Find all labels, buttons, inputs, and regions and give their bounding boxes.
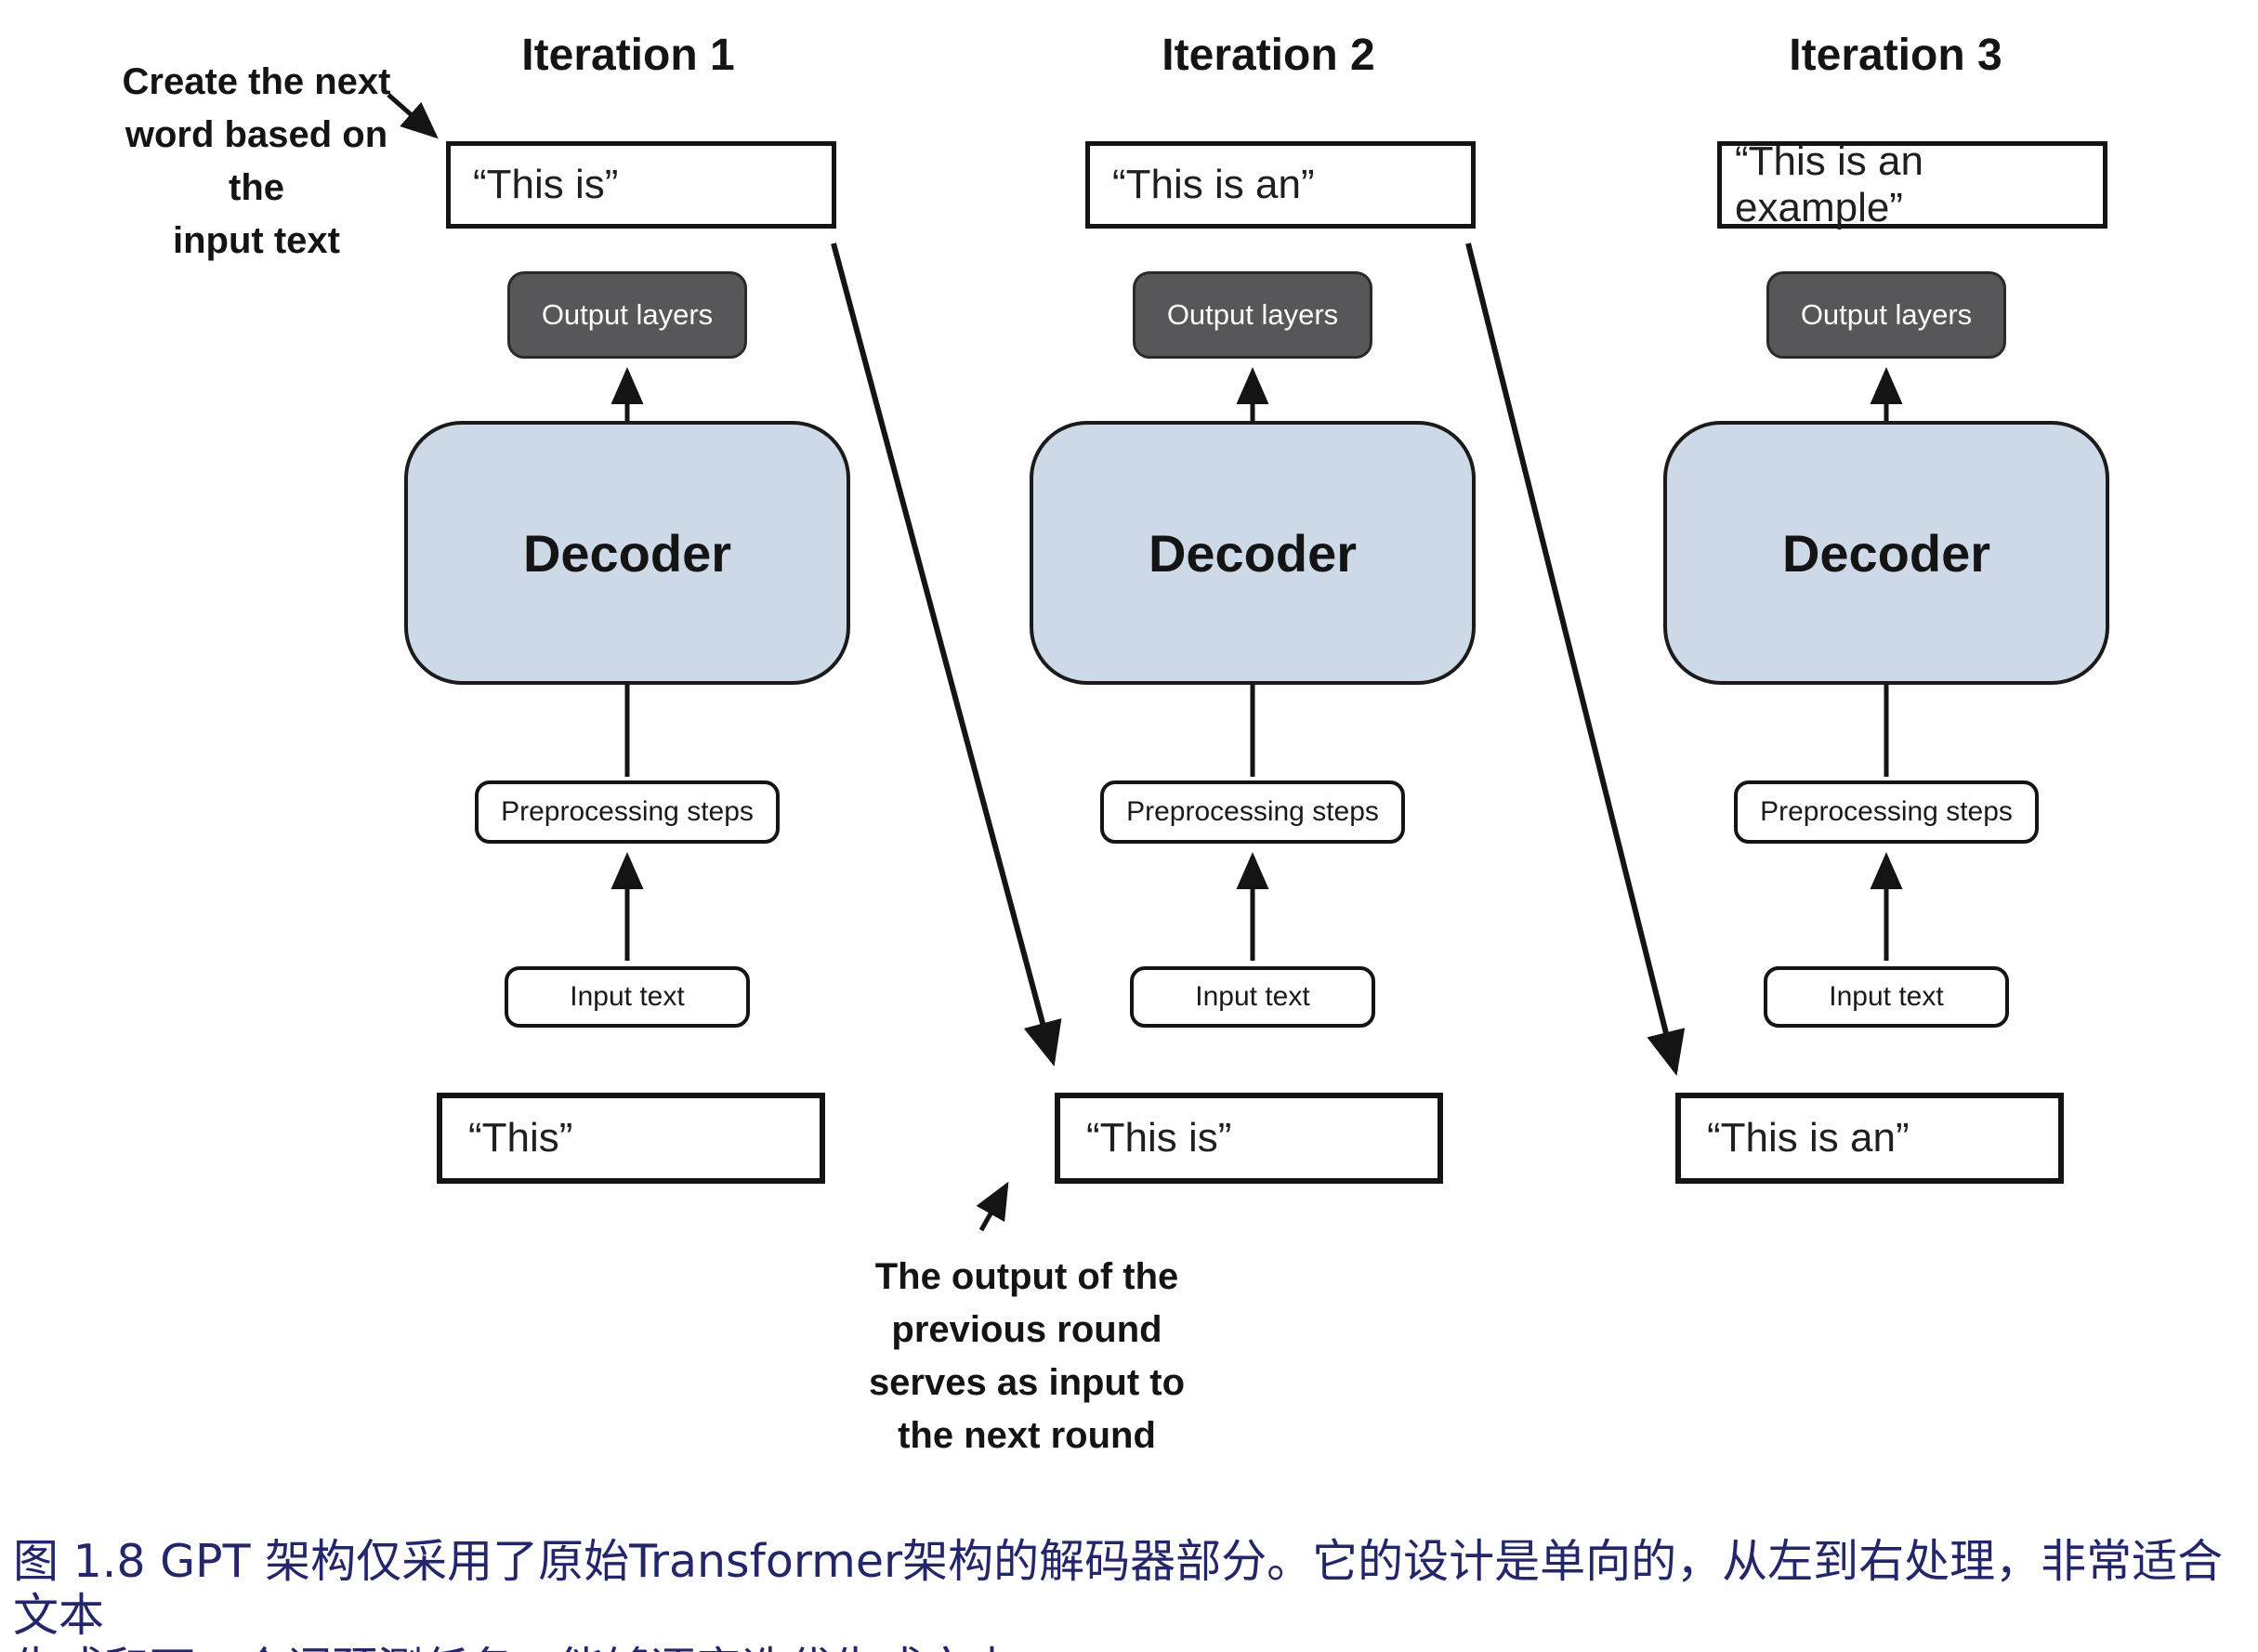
preprocessing-box-2: Preprocessing steps xyxy=(1100,780,1405,844)
arrow-note-bottom xyxy=(976,1181,1009,1232)
arrow-output1-to-input2 xyxy=(831,243,1062,1067)
iteration-title-2: Iteration 2 xyxy=(1162,31,1375,80)
annotation-bottom-line3: serves as input to xyxy=(868,1362,1186,1403)
annotation-bottom-line4: the next round xyxy=(898,1415,1156,1456)
annotation-bottom-line1: The output of the xyxy=(874,1256,1179,1297)
decoder-box-3: Decoder xyxy=(1663,421,2109,685)
input-text-box-3: Input text xyxy=(1764,966,2009,1028)
annotation-top-left: Create the next word based on the input … xyxy=(98,56,414,268)
annotation-bottom: The output of the previous round serves … xyxy=(850,1251,1203,1462)
decoder-box-2: Decoder xyxy=(1030,421,1476,685)
output-layers-box-2: Output layers xyxy=(1133,271,1372,359)
output-layers-box-1: Output layers xyxy=(507,271,747,359)
caption-line1: 图 1.8 GPT 架构仅采用了原始Transformer架构的解码器部分。它的… xyxy=(13,1535,2224,1642)
iteration-title-1: Iteration 1 xyxy=(521,31,735,80)
output-text-box-3: “This is an example” xyxy=(1717,138,2107,230)
preprocessing-box-3: Preprocessing steps xyxy=(1734,780,2039,844)
preprocessing-box-1: Preprocessing steps xyxy=(475,780,780,844)
bottom-text-box-3: “This is an” xyxy=(1675,1093,2064,1184)
decoder-box-1: Decoder xyxy=(404,421,850,685)
annotation-bottom-line2: previous round xyxy=(891,1309,1162,1350)
bottom-text-box-2: “This is” xyxy=(1055,1093,1443,1184)
annotation-top-line2: word based on the xyxy=(125,114,388,208)
caption-line2: 生成和下一个词预测任务，能够逐字迭代生成文本。 xyxy=(13,1643,2252,1652)
output-text-box-1: “This is” xyxy=(446,141,836,229)
figure-caption: 图 1.8 GPT 架构仅采用了原始Transformer架构的解码器部分。它的… xyxy=(13,1535,2252,1652)
annotation-top-line3: input text xyxy=(173,220,340,261)
output-text-box-2: “This is an” xyxy=(1085,141,1476,229)
input-text-box-1: Input text xyxy=(505,966,750,1028)
input-text-box-2: Input text xyxy=(1130,966,1375,1028)
iteration-title-3: Iteration 3 xyxy=(1789,31,2002,80)
arrow-output2-to-input3 xyxy=(1465,243,1686,1076)
annotation-top-line1: Create the next xyxy=(122,61,391,102)
bottom-text-box-1: “This” xyxy=(437,1093,825,1184)
output-layers-box-3: Output layers xyxy=(1766,271,2006,359)
